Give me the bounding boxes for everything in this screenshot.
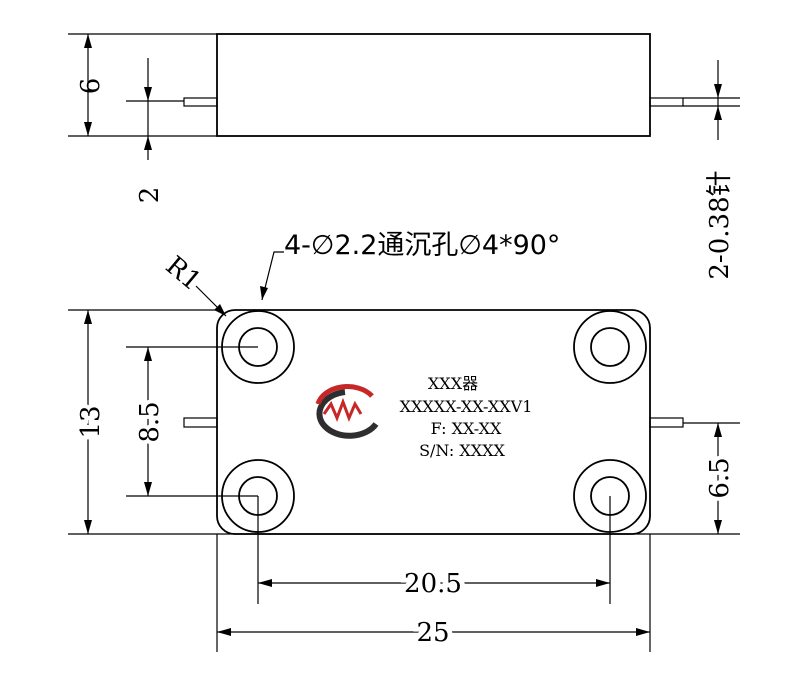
mounting-hole-top-right [573, 310, 647, 384]
dim-pin-offset-top: 2 [135, 187, 165, 204]
company-logo: MW [315, 384, 379, 439]
label-line-3: F: XX-XX [431, 419, 502, 438]
label-line-1: XXX器 [428, 374, 478, 393]
top-view-right-pin [649, 97, 684, 107]
top-view: 6 2 2-0.38针 [68, 33, 740, 280]
dim-pin-spec: 2-0.38针 [705, 170, 735, 279]
dim-body-height: 13 [76, 405, 106, 438]
dim-pin-offset-side: 6.5 [705, 457, 735, 498]
plan-view-right-pin [649, 417, 684, 428]
plan-view: MW XXX器 XXXXX-XX-XXV1 F: XX-XX S/N: XXXX… [68, 230, 740, 653]
dim-top-height: 6 [76, 78, 106, 95]
top-view-left-pin [183, 97, 218, 107]
label-line-4: S/N: XXXX [419, 441, 505, 460]
label-line-2: XXXXX-XX-XXV1 [400, 397, 533, 416]
plan-view-left-pin [183, 417, 218, 428]
dim-hole-spacing-v: 8.5 [135, 401, 165, 442]
top-view-body [216, 33, 651, 137]
hole-note: 4-∅2.2通沉孔∅4*90° [284, 230, 560, 261]
dim-hole-spacing-h: 20.5 [404, 569, 462, 599]
dim-body-width: 25 [416, 618, 449, 648]
